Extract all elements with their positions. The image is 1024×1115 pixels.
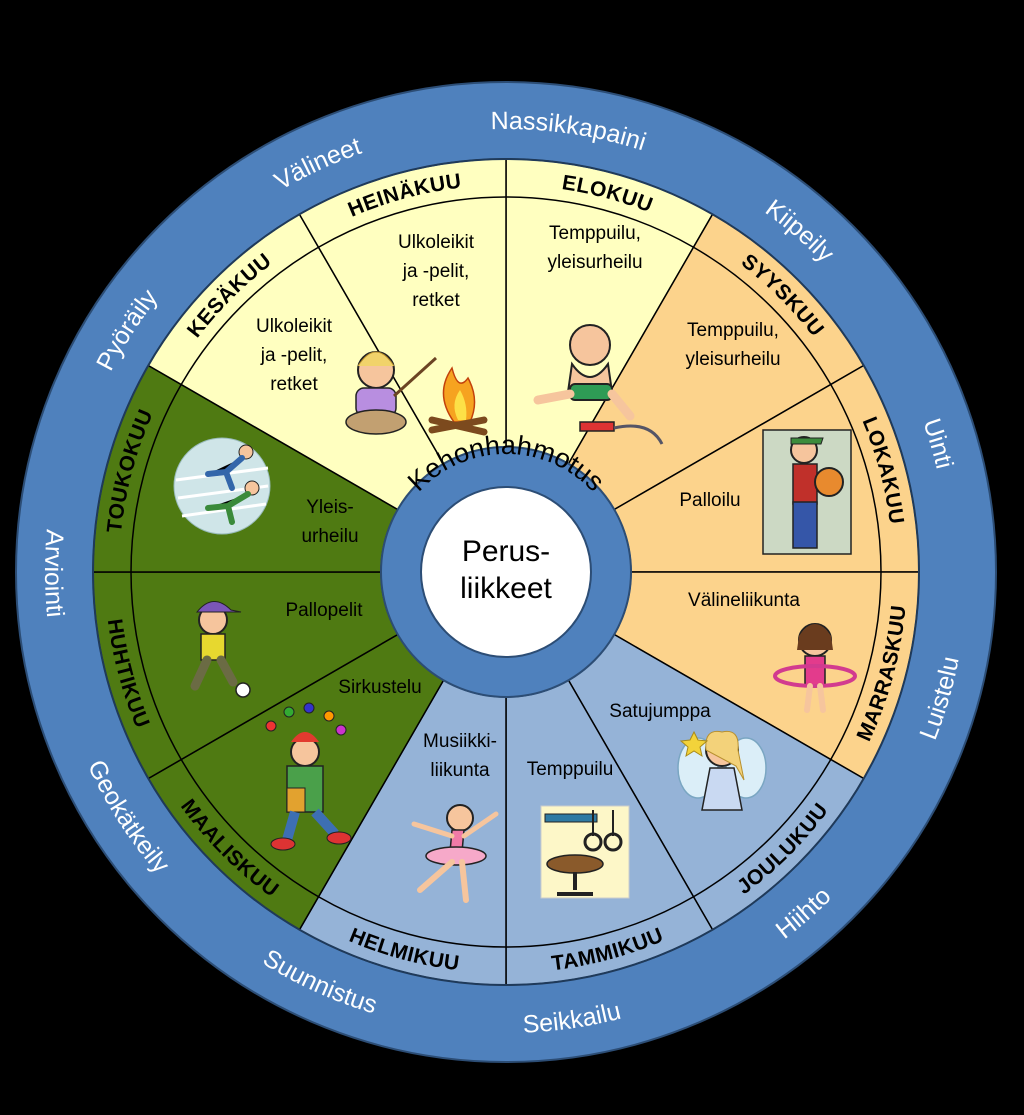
campfire-child-icon xyxy=(345,351,488,436)
activity-elokuu: Temppuilu,yleisurheilu xyxy=(547,223,642,273)
month-band-divider xyxy=(830,571,882,760)
month-band-divider xyxy=(180,759,319,898)
month-band-divider xyxy=(130,571,182,760)
month-band-divider xyxy=(830,384,882,573)
activity-tammikuu: Temppuilu xyxy=(527,759,614,780)
juggling-clown-icon xyxy=(265,702,352,851)
ballerina-icon xyxy=(411,804,499,903)
month-band-divider xyxy=(505,896,694,948)
hub-center xyxy=(420,486,592,658)
month-band-divider xyxy=(180,246,319,385)
month-band-divider xyxy=(693,759,832,898)
sprinters-icon xyxy=(173,437,271,535)
fairy-icon xyxy=(677,730,767,811)
activity-helmikuu: Musiikki-liikunta xyxy=(423,731,497,781)
activity-joulukuu: Satujumppa xyxy=(609,701,711,722)
sprinkler-jump-icon xyxy=(533,324,664,445)
ball-kicker-icon xyxy=(190,601,251,698)
month-band-divider xyxy=(318,196,507,248)
month-band-divider xyxy=(318,896,507,948)
hub-center-line1: Perus- xyxy=(462,535,550,568)
activity-labels: Temppuilu,yleisurheiluTemppuilu,yleisurh… xyxy=(256,223,800,781)
hub-center-line2: liikkeet xyxy=(460,572,552,605)
outer-label-arviointi: Arviointi xyxy=(39,529,69,619)
month-band-divider xyxy=(693,246,832,385)
ball-player-icon xyxy=(762,429,852,555)
hula-hoop-icon xyxy=(773,623,857,713)
activity-toukokuu: Yleis-urheilu xyxy=(301,497,358,547)
activity-maaliskuu: Sirkustelu xyxy=(338,677,421,698)
activity-huhtikuu: Pallopelit xyxy=(285,600,363,621)
gym-equipment-icon xyxy=(540,805,630,899)
month-band-divider xyxy=(130,384,182,573)
month-band-divider xyxy=(505,196,694,248)
activity-marraskuu: Välineliikunta xyxy=(688,590,800,611)
activity-illustrations xyxy=(173,324,857,903)
activity-lokakuu: Palloilu xyxy=(679,490,740,511)
activity-syyskuu: Temppuilu,yleisurheilu xyxy=(685,320,780,370)
